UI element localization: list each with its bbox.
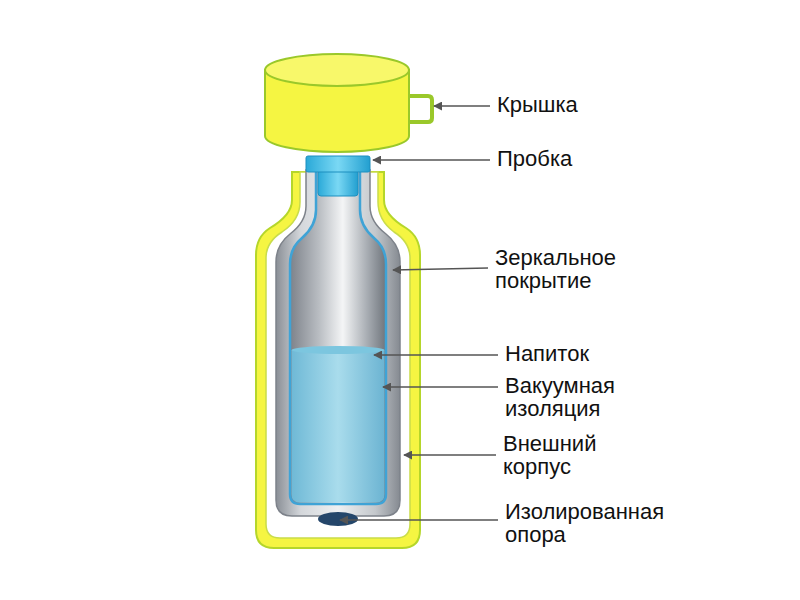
vacuum-wall: [276, 170, 400, 516]
insulated-support: [318, 512, 358, 526]
part-label: Зеркальное покрытие: [495, 246, 655, 292]
part-label: Напиток: [505, 342, 705, 365]
part-label: Вакуумная изоляция: [505, 374, 655, 420]
cap: [265, 54, 432, 152]
part-label: Изолированная опора: [505, 500, 705, 546]
stopper: [306, 156, 370, 196]
leader-lines: [340, 106, 498, 520]
part-label: Внешний корпус: [503, 432, 643, 478]
drink-surface: [292, 346, 385, 354]
part-label: Крышка: [497, 93, 697, 116]
part-label: Пробка: [497, 147, 697, 170]
drink: [292, 350, 385, 503]
mirror-coating: [290, 170, 386, 504]
